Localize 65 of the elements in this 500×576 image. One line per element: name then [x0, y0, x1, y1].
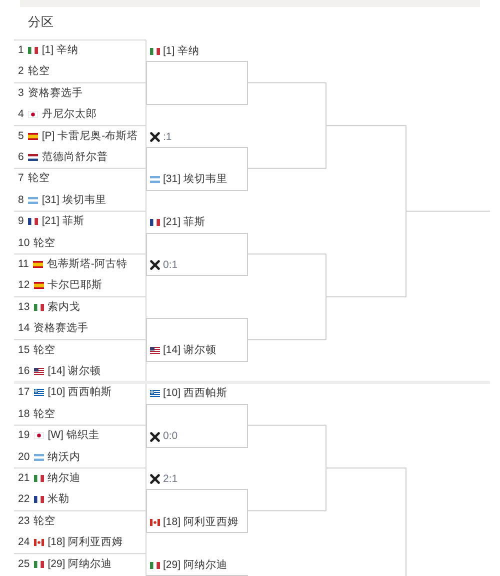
draw-number: 25 [18, 558, 30, 571]
draw-number: 9 [18, 215, 24, 228]
draw-number: 6 [18, 151, 24, 164]
player-name: 轮空 [34, 236, 56, 250]
draw-number: 11 [18, 258, 29, 271]
player-name: [18] 阿利亚西姆 [48, 536, 124, 550]
player-name: [10] 西西帕斯 [48, 386, 112, 400]
bracket-line [248, 254, 326, 340]
draw-number: 3 [18, 86, 24, 100]
title: 分区 [28, 15, 54, 30]
player-name: [1] 辛纳 [163, 44, 200, 58]
player-name: 资格赛选手 [34, 322, 89, 336]
draw-number: 12 [18, 279, 30, 292]
bracket-line [248, 424, 326, 512]
player-name: [21] 菲斯 [42, 215, 84, 228]
player-name: [W] 锦织圭 [48, 429, 100, 442]
player-name: [1] 辛纳 [42, 44, 78, 57]
score-text: 2:1 [163, 472, 178, 486]
draw-number: 13 [18, 300, 30, 314]
draw-number: 19 [18, 429, 30, 442]
score-text: :1 [163, 130, 172, 144]
player-name: [29] 阿纳尔迪 [48, 558, 112, 571]
draw-number: 8 [18, 194, 24, 207]
player-name: [P] 卡雷尼奥-布斯塔 [42, 130, 138, 143]
player-name: 包蒂斯塔-阿古特 [46, 258, 128, 271]
player-name: 轮空 [34, 344, 56, 357]
draw-number: 23 [18, 514, 30, 528]
draw-number: 20 [18, 450, 30, 464]
draw-number: 4 [18, 108, 24, 122]
player-name: 轮空 [34, 408, 56, 421]
score-text: 0:0 [163, 430, 178, 444]
player-name: 纳尔迪 [48, 472, 81, 485]
draw-number: 16 [18, 365, 30, 378]
draw-number: 22 [18, 493, 30, 506]
draw-number: 17 [18, 386, 30, 400]
draw-number: 24 [18, 536, 30, 550]
player-name: 轮空 [28, 65, 50, 78]
player-name: 资格赛选手 [28, 86, 83, 100]
player-name: [21] 菲斯 [163, 216, 206, 230]
draw-number: 5 [18, 130, 24, 143]
draw-number: 10 [18, 236, 30, 250]
player-name: 卡尔巴耶斯 [48, 279, 103, 292]
player-name: 丹尼尔太郎 [42, 108, 97, 122]
player-name: 索内戈 [48, 300, 81, 314]
draw-number: 14 [18, 322, 30, 336]
draw-number: 15 [18, 344, 30, 357]
player-name: 纳沃内 [48, 450, 81, 464]
player-name: 范德尚舒尔普 [42, 151, 108, 164]
player-name: [29] 阿纳尔迪 [163, 558, 228, 572]
player-name: 轮空 [34, 514, 56, 528]
player-name: [31] 埃切韦里 [163, 173, 228, 186]
bracket-line [248, 82, 326, 169]
draw-number: 21 [18, 472, 30, 485]
player-name: [14] 谢尔顿 [163, 344, 216, 358]
draw-number: 2 [18, 65, 24, 78]
player-name: 轮空 [28, 172, 50, 186]
player-name: [10] 西西帕斯 [163, 387, 228, 400]
draw-number: 1 [18, 44, 24, 57]
player-name: [14] 谢尔顿 [48, 365, 102, 378]
player-name: [18] 阿利亚西姆 [163, 516, 238, 529]
draw-number: 18 [18, 408, 30, 421]
score-text: 0:1 [163, 258, 178, 272]
draw-number: 7 [18, 172, 24, 186]
player-name: 米勒 [48, 493, 70, 506]
player-name: [31] 埃切韦里 [42, 194, 106, 207]
